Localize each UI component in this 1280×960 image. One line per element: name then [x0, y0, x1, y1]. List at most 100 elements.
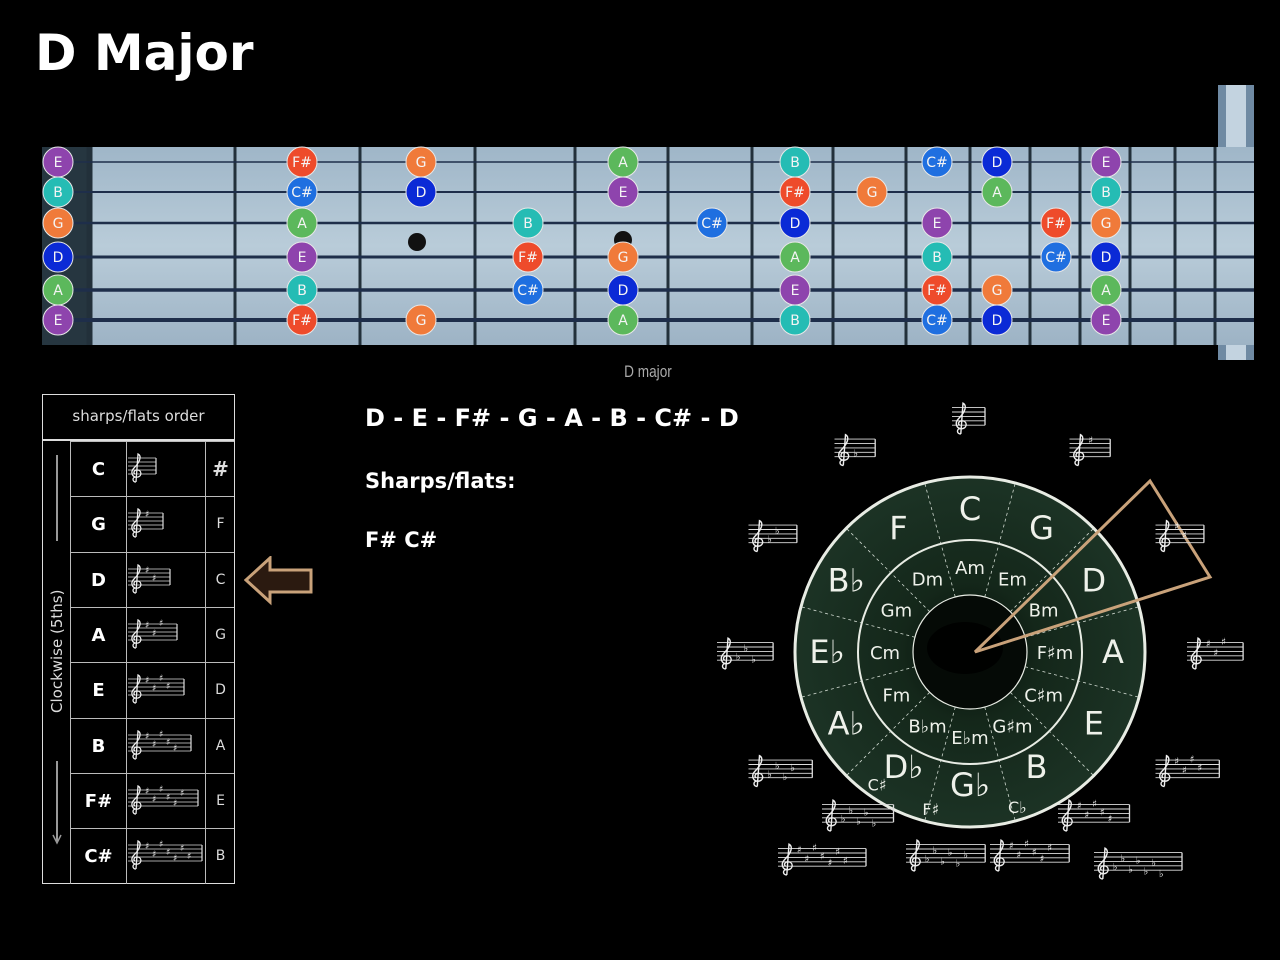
note-label: C# — [926, 313, 948, 329]
note-label: A — [618, 313, 628, 329]
scale-notes: D - E - F# - G - A - B - C# - D — [365, 404, 739, 432]
note-label: D — [618, 283, 629, 299]
key-signature-icon: ♯♯♯♯♯♯♯ — [778, 843, 867, 876]
fret-wire — [1128, 147, 1132, 345]
svg-text:♯: ♯ — [804, 854, 809, 865]
note-marker: C# — [921, 146, 953, 178]
note-marker: D — [42, 241, 74, 273]
key-signature-icon: ♯♯ — [128, 563, 171, 594]
key-signature-icon: ♭♭ — [748, 519, 798, 553]
table-row: F# ♯♯♯♯♯♯ E — [70, 772, 235, 829]
svg-text:♯: ♯ — [1174, 757, 1179, 768]
svg-text:♭: ♭ — [767, 535, 772, 546]
note-marker: F# — [1040, 207, 1072, 239]
svg-text:♭: ♭ — [956, 859, 961, 870]
svg-text:♭: ♭ — [864, 808, 869, 819]
minor-key-label: Gm — [881, 601, 912, 622]
fret-wire — [358, 147, 362, 345]
svg-text:♯: ♯ — [187, 852, 191, 862]
svg-text:♭: ♭ — [1159, 869, 1164, 880]
table-row: D ♯♯ C — [70, 551, 234, 608]
key-signature-icon: ♯♯♯♯♯ — [1058, 799, 1131, 832]
svg-text:♭: ♭ — [775, 761, 780, 772]
note-label: E — [298, 250, 307, 266]
table-row: B ♯♯♯♯♯ A — [70, 717, 234, 774]
note-marker: A — [607, 146, 639, 178]
table-row: E ♯♯♯♯ D — [70, 662, 235, 719]
svg-text:♯: ♯ — [1221, 637, 1226, 648]
svg-text:♯: ♯ — [152, 740, 156, 750]
svg-text:♯: ♯ — [145, 621, 149, 631]
key-name: B — [70, 718, 127, 774]
fret-wire — [233, 147, 237, 345]
sharp-order-note: D — [205, 663, 235, 719]
svg-text:♯: ♯ — [166, 848, 170, 858]
note-marker: D — [607, 274, 639, 306]
fret-inlay-dot — [408, 233, 426, 251]
svg-text:♯: ♯ — [152, 795, 156, 805]
note-marker: A — [607, 304, 639, 336]
minor-key-label: B♭m — [908, 717, 946, 738]
minor-key-label: G♯m — [992, 717, 1032, 738]
note-marker: E — [1090, 146, 1122, 178]
key-signature-icon — [952, 402, 986, 435]
note-marker: D — [405, 176, 437, 208]
svg-text:♯: ♯ — [159, 619, 163, 629]
note-label: F# — [518, 250, 538, 266]
note-label: C# — [701, 216, 723, 232]
key-name: E — [70, 663, 127, 719]
note-label: A — [992, 185, 1002, 201]
minor-key-label: Am — [955, 558, 985, 579]
note-label: D — [790, 216, 801, 232]
major-key-label: D — [1082, 562, 1107, 600]
svg-text:♯: ♯ — [173, 744, 177, 754]
left-arrow-icon — [244, 556, 313, 606]
minor-key-label: Cm — [870, 643, 900, 664]
svg-text:♭: ♭ — [1151, 858, 1156, 869]
pointer-triangle — [973, 478, 1213, 654]
svg-text:♭: ♭ — [940, 856, 945, 867]
svg-text:♯: ♯ — [1047, 843, 1052, 854]
note-marker: E — [286, 241, 318, 273]
note-label: E — [1102, 313, 1111, 329]
note-label: A — [618, 155, 628, 171]
note-label: D — [53, 250, 64, 266]
svg-text:♯: ♯ — [1009, 841, 1014, 852]
fret-wire — [750, 147, 754, 345]
note-label: A — [297, 216, 307, 232]
key-signature-icon: ♯♯♯♯ — [128, 674, 185, 704]
minor-key-label: C♯m — [1024, 686, 1063, 707]
key-signature-icon: ♯♯♯ — [1187, 637, 1244, 670]
sharp-order-note: G — [205, 607, 235, 663]
enharmonic-label: F♯ — [922, 800, 939, 819]
svg-text:♯: ♯ — [1092, 799, 1097, 810]
sharps-flats-value: F# C# — [365, 528, 438, 552]
key-signature-icon — [128, 452, 157, 483]
fret-wire — [1213, 147, 1217, 345]
sharp-order-note: E — [205, 773, 235, 829]
key-name: F# — [70, 773, 127, 829]
key-signature-icon: ♯♯♯♯♯♯ — [128, 784, 199, 815]
note-marker: A — [42, 274, 74, 306]
svg-text:♯: ♯ — [180, 844, 184, 854]
note-label: D — [416, 185, 427, 201]
note-label: F# — [1046, 216, 1066, 232]
svg-text:♭: ♭ — [948, 848, 953, 859]
enharmonic-label: C♯ — [868, 776, 887, 795]
note-label: F# — [785, 185, 805, 201]
note-marker: G — [405, 304, 437, 336]
note-label: B — [1101, 185, 1111, 201]
svg-text:♯: ♯ — [145, 676, 149, 686]
svg-text:♯: ♯ — [1182, 765, 1187, 776]
table-row: C # — [70, 441, 234, 497]
fret-wire — [666, 147, 670, 345]
svg-text:♯: ♯ — [145, 566, 149, 576]
svg-text:♭: ♭ — [963, 850, 968, 861]
note-marker: F# — [512, 241, 544, 273]
key-signature-icon: ♯ — [128, 508, 164, 538]
note-label: E — [791, 283, 800, 299]
note-marker: E — [607, 176, 639, 208]
fret-wire — [1028, 147, 1032, 345]
table-row: G ♯ F — [70, 496, 234, 553]
